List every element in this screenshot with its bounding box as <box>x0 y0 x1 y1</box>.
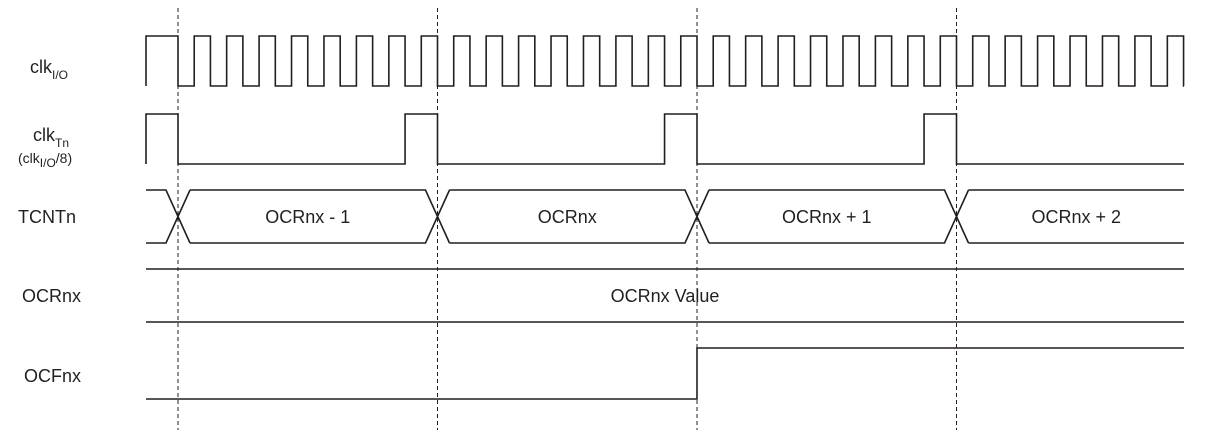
tcntn-label: TCNTn <box>18 207 76 227</box>
clktn-waveform <box>145 113 1184 165</box>
ocfnx-label: OCFnx <box>24 366 81 386</box>
clktn-label: clkTn <box>33 125 69 150</box>
clktn-divider-note: (clkI/O/8) <box>18 150 72 170</box>
tcntn-value: OCRnx <box>538 207 597 227</box>
ocrnx-label: OCRnx <box>22 286 81 306</box>
ocrnx-value: OCRnx Value <box>611 286 720 306</box>
ocrnx-bus: OCRnx Value <box>146 268 1184 323</box>
tcntn-value: OCRnx + 2 <box>1031 207 1121 227</box>
tcntn-bus-outline <box>146 189 1184 244</box>
ocfnx-waveform <box>146 347 1184 400</box>
clkio-label: clkI/O <box>30 57 68 82</box>
tcntn-bus: OCRnx - 1 OCRnx OCRnx + 1 OCRnx + 2 <box>146 189 1184 244</box>
tcntn-value: OCRnx + 1 <box>782 207 872 227</box>
clkio-waveform <box>145 35 1185 87</box>
tcntn-value: OCRnx - 1 <box>265 207 350 227</box>
